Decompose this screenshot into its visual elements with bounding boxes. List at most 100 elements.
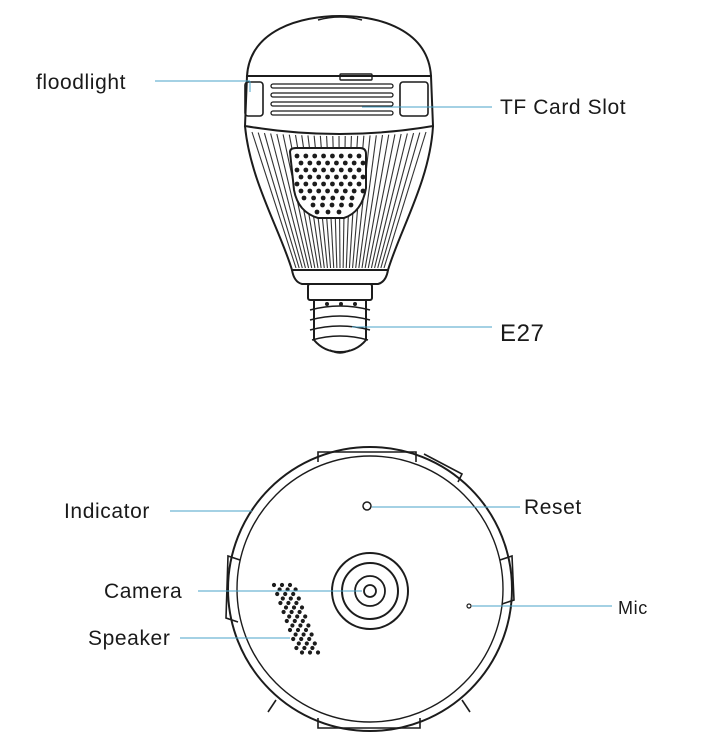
speaker-dot	[291, 636, 296, 642]
grille-hole	[298, 188, 304, 194]
body-rib	[276, 133, 310, 269]
mic-hole	[466, 603, 472, 609]
speaker-dots	[271, 582, 321, 655]
grille-hole	[351, 188, 357, 194]
speaker-dot	[315, 650, 321, 655]
grille-hole	[342, 188, 348, 194]
grille-hole	[330, 153, 335, 159]
grille-hole	[320, 195, 326, 201]
body-rib	[270, 133, 306, 269]
label-mic: Mic	[618, 598, 648, 618]
label-indicator: Indicator	[64, 500, 150, 523]
grille-hole	[329, 202, 335, 208]
grille-hole	[342, 174, 348, 180]
label-camera: Camera	[104, 580, 182, 603]
speaker-dot	[287, 614, 292, 619]
grille-hole	[321, 167, 326, 173]
grille-hole	[336, 209, 342, 215]
collar-dot	[325, 302, 329, 306]
grille-hole	[321, 181, 326, 187]
grille-hole	[351, 160, 357, 166]
speaker-dot	[280, 596, 285, 601]
grille-hole	[348, 202, 354, 208]
body-rib	[257, 132, 300, 269]
dome-top-cap	[317, 16, 363, 21]
grille-hole	[334, 160, 339, 166]
grille-hole	[325, 174, 330, 180]
grille-hole	[325, 188, 330, 194]
speaker-dot	[303, 614, 308, 619]
body-rib	[251, 131, 297, 269]
grille-hole	[320, 202, 325, 208]
grille-hole	[312, 181, 318, 187]
grille-hole	[325, 209, 331, 215]
label-reset: Reset	[524, 496, 582, 519]
bulb-dome	[245, 14, 433, 77]
speaker-dot	[284, 618, 289, 624]
body-rib	[361, 134, 384, 269]
grille-hole	[316, 174, 322, 180]
floodlight-window-right	[399, 81, 429, 117]
lens-center	[363, 584, 377, 598]
rim-segments	[225, 451, 515, 729]
speaker-dot	[312, 641, 317, 646]
body-rib	[263, 132, 303, 269]
label-speaker: Speaker	[88, 627, 170, 650]
speaker-dot	[298, 623, 303, 628]
speaker-dot	[299, 636, 304, 642]
body-rib	[370, 133, 402, 269]
grille-hole	[342, 160, 348, 166]
outer-rim	[227, 446, 513, 732]
tf-card-slot-opening	[339, 73, 373, 81]
base-contact	[329, 349, 351, 354]
grille-hole	[294, 153, 300, 159]
speaker-dot	[291, 591, 296, 597]
grille-plate	[288, 147, 367, 219]
label-floodlight: floodlight	[36, 71, 126, 94]
floodlight-window-left	[244, 81, 264, 117]
speaker-dot	[289, 609, 294, 615]
grille-hole	[294, 181, 300, 187]
grille-hole	[314, 209, 320, 215]
speaker-dot	[290, 623, 295, 628]
speaker-dot	[295, 627, 301, 633]
grille-hole	[303, 153, 309, 159]
speaker-dot	[310, 645, 315, 651]
label-e27: E27	[500, 320, 545, 347]
bulb-front-view	[225, 446, 515, 732]
speaker-dot	[299, 650, 305, 655]
grille-hole	[310, 202, 316, 208]
speaker-dot	[307, 650, 313, 655]
collar-dot	[339, 302, 343, 306]
grille-hole	[356, 167, 362, 173]
speaker-dot	[278, 600, 283, 606]
grille-hole	[356, 181, 362, 187]
speaker-dot	[296, 596, 301, 601]
grille-hole	[307, 160, 313, 166]
body-rib	[367, 134, 396, 269]
inner-rim	[236, 455, 504, 723]
speaker-dot	[291, 605, 297, 610]
speaker-dot	[292, 618, 297, 624]
grille-hole	[339, 202, 344, 208]
grille-hole	[330, 181, 335, 187]
speaker-dot	[283, 591, 288, 597]
grille-hole	[303, 167, 309, 173]
grille-hole	[347, 167, 353, 173]
speaker-dot	[302, 645, 307, 651]
label-tf-card-slot: TF Card Slot	[500, 96, 626, 119]
body-rib	[358, 135, 377, 269]
grille-hole	[351, 174, 357, 180]
grille-hole	[360, 174, 366, 180]
speaker-dot	[299, 605, 305, 610]
speaker-dot	[293, 632, 298, 637]
e27-screw-base	[313, 299, 367, 354]
speaker-dot	[286, 600, 291, 606]
grille-hole	[334, 188, 339, 194]
grille-hole	[338, 153, 344, 159]
speaker-dot	[294, 600, 299, 606]
grille-hole	[347, 181, 353, 187]
collar-dot	[353, 302, 357, 306]
speaker-dot	[296, 641, 301, 646]
